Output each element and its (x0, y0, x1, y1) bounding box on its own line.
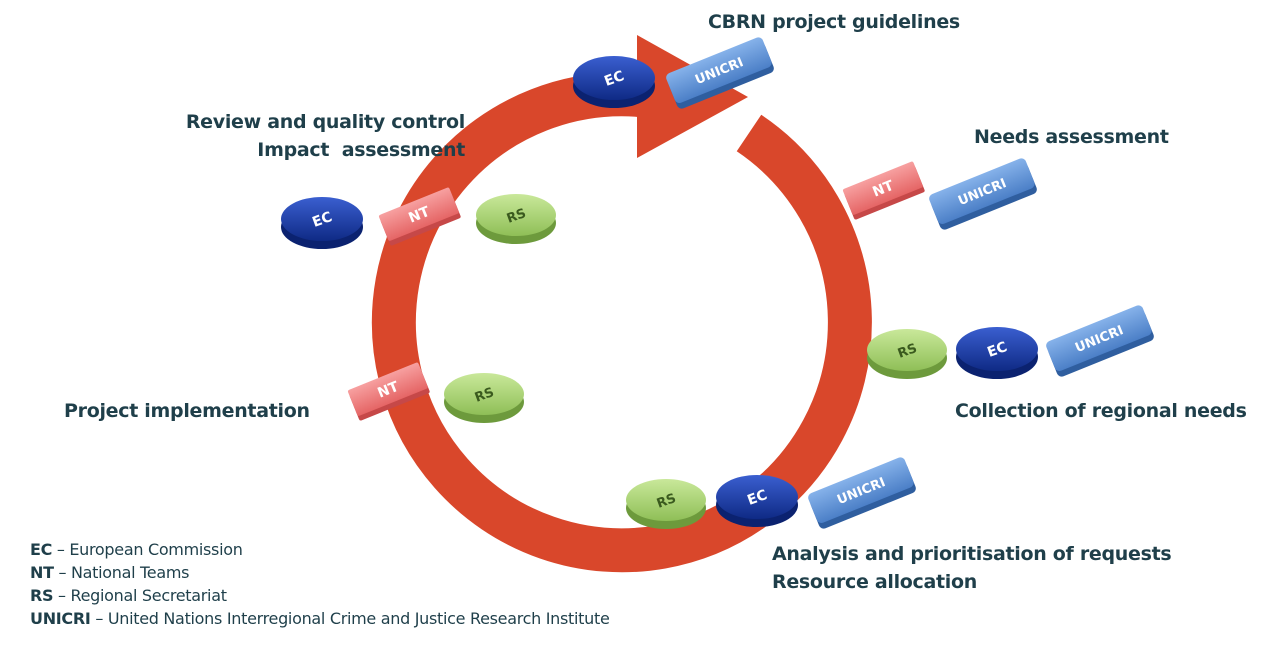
rs-badge-text: RS (896, 341, 919, 362)
stage-label-line: Project implementation (64, 400, 310, 422)
rs-badge-text: RS (655, 491, 678, 512)
ec-badge-text: EC (745, 487, 769, 509)
ec-badge-text: EC (985, 339, 1009, 361)
legend-description: – Regional Secretariat (53, 586, 227, 605)
cycle-arrow (371, 72, 872, 573)
legend: EC – European Commission NT – National T… (30, 538, 610, 630)
ec-badge: EC (716, 475, 798, 527)
rs-badge: RS (626, 479, 706, 529)
stage-label-line: CBRN project guidelines (708, 11, 960, 33)
rs-badge: RS (476, 194, 556, 244)
legend-description: – United Nations Interregional Crime and… (90, 609, 610, 628)
stage-label-review: Review and quality control Impact assess… (186, 108, 465, 164)
stage-label-line: Needs assessment (974, 126, 1169, 148)
stage-label-line: Impact assessment (257, 139, 465, 161)
stage-label-line: Analysis and prioritisation of requests (772, 543, 1172, 565)
ec-badge-text: EC (602, 68, 626, 90)
legend-abbr: UNICRI (30, 609, 91, 628)
legend-abbr: RS (30, 586, 54, 605)
ec-badge: EC (573, 56, 655, 108)
stage-label-line: Resource allocation (772, 571, 977, 593)
nt-badge: NT (348, 362, 430, 421)
nt-badge-text: NT (406, 204, 432, 227)
nt-badge-text: NT (375, 379, 401, 402)
legend-abbr: EC (30, 540, 53, 559)
legend-item: EC – European Commission (30, 538, 610, 561)
stage-label-cbrn-guidelines: CBRN project guidelines (708, 8, 960, 36)
rs-badge-text: RS (505, 206, 528, 227)
stage-label-needs-assessment: Needs assessment (974, 123, 1169, 151)
rs-badge: RS (444, 373, 524, 423)
legend-item: NT – National Teams (30, 561, 610, 584)
legend-abbr: NT (30, 563, 54, 582)
nt-badge: NT (379, 187, 461, 246)
unicri-badge: UNICRI (808, 457, 916, 529)
legend-item: UNICRI – United Nations Interregional Cr… (30, 607, 610, 630)
stage-label-line: Collection of regional needs (955, 400, 1247, 422)
legend-description: – National Teams (53, 563, 190, 582)
unicri-badge: UNICRI (1046, 305, 1154, 377)
rs-badge-text: RS (473, 385, 496, 406)
nt-badge-text: NT (870, 178, 896, 201)
ec-badge-text: EC (310, 209, 334, 231)
stage-label-line: Review and quality control (185, 111, 465, 133)
unicri-badge: UNICRI (666, 37, 774, 109)
legend-description: – European Commission (52, 540, 243, 559)
rs-badge: RS (867, 329, 947, 379)
stage-label-collection: Collection of regional needs (955, 397, 1247, 425)
unicri-badge: UNICRI (929, 158, 1037, 230)
legend-item: RS – Regional Secretariat (30, 584, 610, 607)
nt-badge: NT (843, 161, 925, 220)
ec-badge: EC (281, 197, 363, 249)
ec-badge: EC (956, 327, 1038, 379)
stage-label-implementation: Project implementation (64, 397, 310, 425)
stage-label-analysis: Analysis and prioritisation of requests … (772, 540, 1172, 596)
